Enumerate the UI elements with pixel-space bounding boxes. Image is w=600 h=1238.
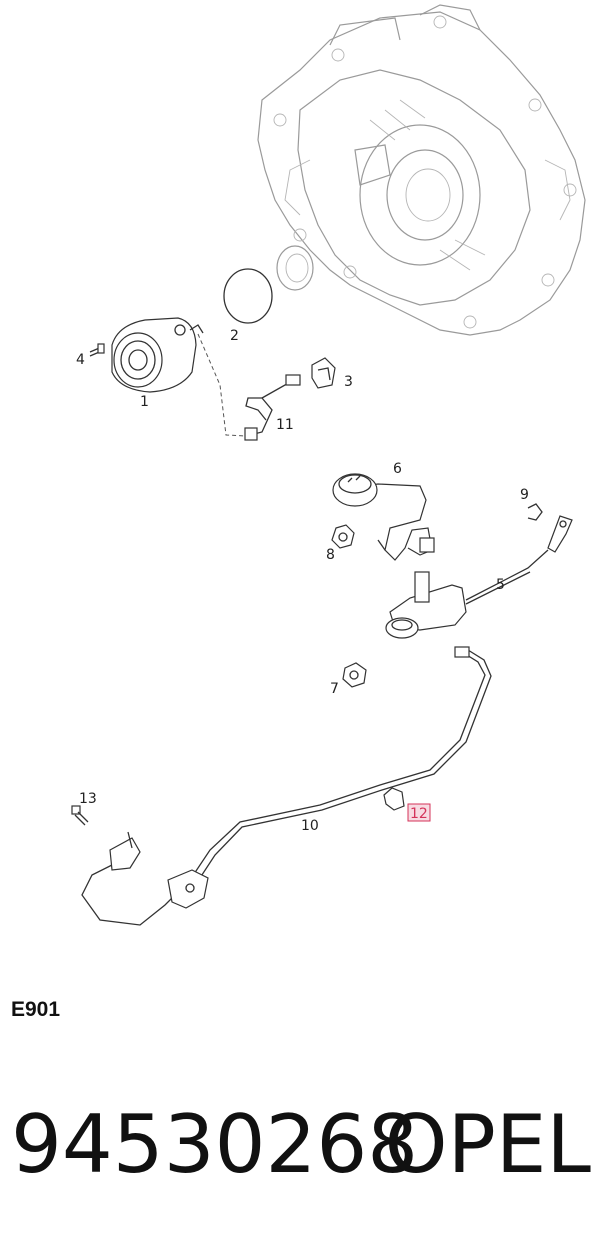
callout-13: 13 — [79, 791, 97, 807]
callout-6: 6 — [393, 461, 402, 477]
callout-12: 12 — [410, 806, 428, 822]
callout-11: 11 — [276, 417, 294, 433]
nut-7-shape — [342, 662, 367, 688]
callout-3: 3 — [344, 374, 353, 390]
part-footer: 94530268 OPEL — [11, 1090, 591, 1200]
o-ring-shape — [223, 268, 273, 324]
callout-8: 8 — [326, 547, 335, 563]
part-number: 94530268 — [11, 1098, 419, 1191]
nut-8-shape — [331, 524, 355, 549]
exploded-parts-diagram: 1 2 3 4 5 6 7 8 9 10 11 12 13 — [71, 4, 586, 926]
clip-9-shape — [527, 503, 543, 521]
callout-10: 10 — [301, 818, 319, 834]
callout-7: 7 — [330, 681, 339, 697]
callout-9: 9 — [520, 487, 529, 503]
master-cylinder-shape — [385, 515, 573, 639]
callout-4: 4 — [76, 352, 85, 368]
callout-5: 5 — [496, 577, 505, 593]
transmission-housing — [257, 4, 586, 336]
fluid-reservoir-shape — [332, 473, 435, 561]
leader-dashed — [197, 333, 247, 437]
callout-2: 2 — [230, 328, 239, 344]
bolt-4-shape — [89, 343, 105, 357]
hydraulic-pipe-shape — [81, 646, 492, 926]
brand-name: OPEL — [384, 1098, 591, 1191]
clip-3-shape — [311, 357, 336, 389]
release-bearing-shape — [111, 317, 204, 393]
callout-1: 1 — [140, 394, 149, 410]
diagram-code: E901 — [11, 998, 61, 1021]
bolt-13-shape — [71, 805, 89, 826]
bleed-hose-shape — [244, 374, 301, 441]
pipe-clip-12-shape — [383, 787, 405, 811]
callout-12-highlight-box — [407, 803, 431, 822]
